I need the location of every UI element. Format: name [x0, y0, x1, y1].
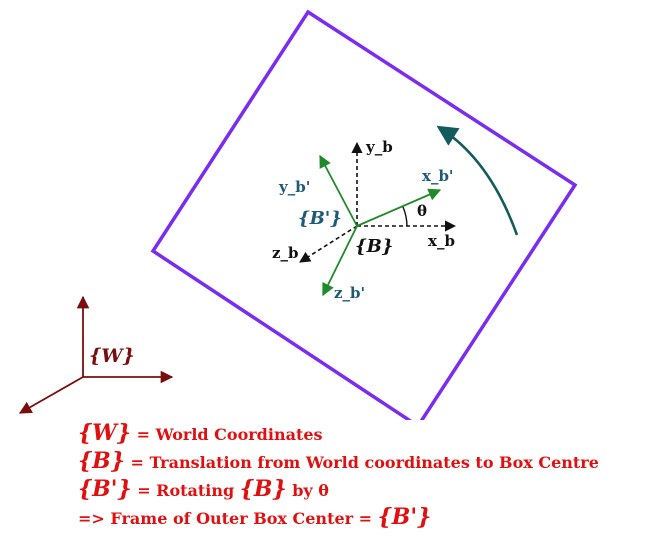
label-theta: θ [417, 202, 427, 220]
z-b-axis [299, 225, 358, 263]
legend-symbol-w: {W} [78, 420, 132, 446]
legend-symbol-b: {B} [78, 448, 125, 474]
label-y-bp: y_b' [278, 178, 310, 196]
label-z-bp: z_b' [334, 284, 365, 302]
legend-text-by-theta: by θ [286, 481, 329, 500]
legend-text-translation: Translation from World coordinates to Bo… [149, 453, 599, 472]
legend-equals: = [131, 425, 156, 444]
legend-line-2: {B} = Translation from World coordinates… [78, 448, 599, 476]
frames-diagram: y_b x_b z_b y_b' x_b' z_b' {B'} {B} θ {W… [18, 9, 578, 420]
w-depth-axis [18, 376, 84, 414]
curved-arrow-icon [436, 125, 519, 236]
label-x-b: x_b [428, 232, 455, 250]
label-frame-bp: {B'} [298, 208, 342, 229]
legend-symbol-b-inline: {B} [239, 476, 287, 502]
label-frame-w: {W} [89, 345, 135, 367]
legend-prefix-arrow: => [78, 509, 111, 528]
label-frame-b: {B} [355, 236, 393, 257]
body-frame-axes [299, 141, 457, 263]
x-bp-axis [356, 188, 442, 227]
legend-equals: = [124, 453, 150, 472]
legend: {W} = World Coordinates {B} = Translatio… [78, 420, 599, 532]
label-z-b: z_b [272, 244, 299, 262]
label-x-bp: x_b' [422, 167, 454, 185]
theta-arc [402, 206, 408, 227]
outer-box [150, 9, 578, 420]
legend-text-rotating: Rotating [156, 481, 240, 500]
legend-symbol-bp: {B'} [78, 476, 132, 502]
legend-symbol-bp-final: {B'} [377, 504, 432, 530]
z-bp-axis [322, 225, 358, 297]
rotated-frame-axes [319, 154, 442, 297]
legend-line-3: {B'} = Rotating {B} by θ [78, 476, 599, 504]
legend-text-outer-box: Frame of Outer Box Center = [110, 509, 378, 528]
label-y-b: y_b [365, 138, 393, 156]
world-frame-axes [18, 295, 174, 414]
legend-equals: = [131, 481, 157, 500]
legend-line-1: {W} = World Coordinates [78, 420, 599, 448]
legend-line-4: => Frame of Outer Box Center = {B'} [78, 504, 599, 532]
y-bp-axis [319, 154, 358, 227]
legend-text-world: World Coordinates [155, 425, 323, 444]
